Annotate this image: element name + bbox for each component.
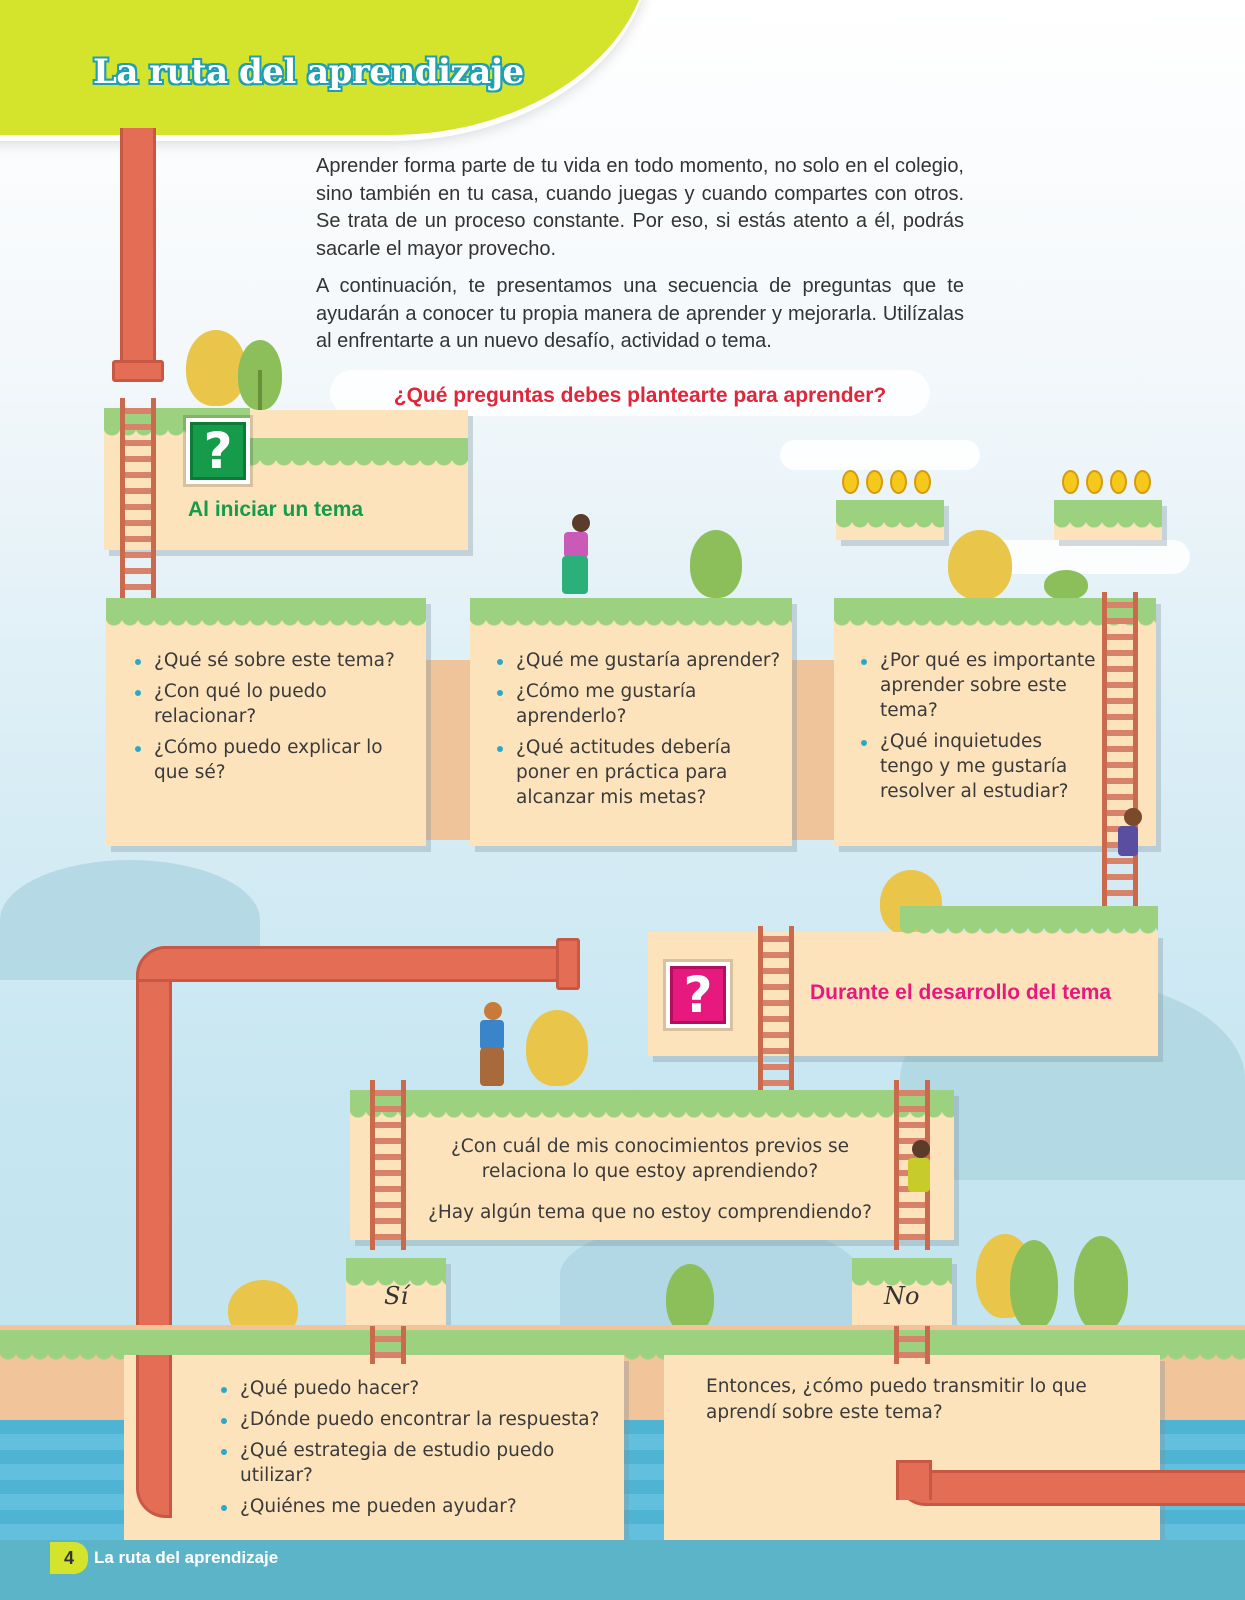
list-item: ¿Qué sé sobre este tema? <box>132 648 412 673</box>
ladder <box>370 1080 406 1250</box>
intro-paragraph-1: Aprender forma parte de tu vida en todo … <box>316 155 964 260</box>
tree <box>1010 1240 1058 1330</box>
list-item: ¿Quiénes me pueden ayudar? <box>218 1494 618 1519</box>
footer-title: La ruta del aprendizaje <box>94 1548 279 1567</box>
pipe <box>136 946 566 982</box>
no-label: No <box>884 1282 920 1310</box>
coin-platform <box>836 500 944 540</box>
list-item: ¿Qué puedo hacer? <box>218 1376 618 1401</box>
pipe <box>120 128 156 368</box>
pipe <box>896 1460 932 1500</box>
climbing-kid <box>1124 808 1142 826</box>
start-column-1 <box>106 598 426 846</box>
coin <box>1110 470 1127 494</box>
pillar <box>786 660 836 840</box>
list-item: ¿Qué inquietudes tengo y me gustaría res… <box>858 729 1098 804</box>
section-during-label: Durante el desarrollo del tema <box>810 981 1112 1004</box>
cloud <box>330 370 930 416</box>
coin <box>890 470 907 494</box>
ladder <box>1102 592 1138 922</box>
climbing-girl-body <box>908 1158 930 1192</box>
tree <box>666 1264 714 1334</box>
no-answer-text: Entonces, ¿cómo puedo transmitir lo que … <box>706 1376 1087 1423</box>
yes-answers-platform <box>124 1355 624 1540</box>
list-item: ¿Qué me gustaría aprender? <box>494 648 784 673</box>
tree <box>526 1010 588 1086</box>
ladder <box>758 926 794 1094</box>
coin <box>1062 470 1079 494</box>
grass <box>0 1330 1245 1363</box>
intro-text: Aprender forma parte de tu vida en todo … <box>316 153 964 356</box>
tree <box>1074 1236 1128 1332</box>
coin <box>1134 470 1151 494</box>
tree <box>1044 570 1088 600</box>
question-block-pink: ? <box>663 959 733 1031</box>
pipe <box>136 1355 172 1518</box>
list-item: ¿Con qué lo puedo relacionar? <box>132 679 412 729</box>
during-question-platform <box>350 1090 954 1240</box>
grass <box>852 1258 952 1289</box>
yes-label: Sí <box>384 1282 409 1310</box>
grass <box>836 500 944 531</box>
start-column-2 <box>470 598 792 846</box>
pipe <box>896 1470 1245 1506</box>
climbing-kid-body <box>1118 826 1138 856</box>
pillar <box>420 660 470 840</box>
intro-paragraph-2: A continuación, te presentamos una secue… <box>316 275 964 352</box>
list-item: ¿Qué actitudes debería poner en práctica… <box>494 735 784 810</box>
girl-character-legs <box>562 556 588 594</box>
girl-character <box>572 514 590 532</box>
yes-questions: ¿Qué puedo hacer? ¿Dónde puedo encontrar… <box>218 1376 618 1525</box>
yes-block <box>346 1258 446 1328</box>
start-questions-col-1: ¿Qué sé sobre este tema? ¿Con qué lo pue… <box>132 648 412 791</box>
no-answer-platform <box>664 1355 1160 1540</box>
grass <box>900 906 1158 937</box>
boy-character-body <box>480 1020 504 1050</box>
pipe-cap <box>556 938 580 990</box>
ladder <box>370 1326 406 1364</box>
grass <box>470 598 792 629</box>
grass <box>1054 500 1162 531</box>
girl-character-body <box>564 532 588 558</box>
grass <box>244 438 468 469</box>
question-mark-icon: ? <box>203 422 233 480</box>
tree <box>186 330 246 406</box>
start-questions-col-2: ¿Qué me gustaría aprender? ¿Cómo me gust… <box>494 648 784 816</box>
boy-character <box>484 1002 502 1020</box>
tree <box>690 530 742 598</box>
question-mark-icon: ? <box>683 966 713 1024</box>
page-title: La ruta del aprendizaje <box>93 52 524 92</box>
during-question-2: ¿Hay algún tema que no estoy comprendien… <box>428 1202 872 1223</box>
boy-character-legs <box>480 1048 504 1086</box>
grass <box>350 1090 954 1121</box>
grass <box>106 598 426 629</box>
list-item: ¿Cómo me gustaría aprenderlo? <box>494 679 784 729</box>
page-number: 4 <box>50 1542 88 1574</box>
coin <box>866 470 883 494</box>
pipe-cap <box>112 360 164 382</box>
question-heading: ¿Qué preguntas debes plantearte para apr… <box>393 384 887 407</box>
list-item: ¿Por qué es importante aprender sobre es… <box>858 648 1098 723</box>
list-item: ¿Dónde puedo encontrar la respuesta? <box>218 1407 618 1432</box>
start-questions-col-3: ¿Por qué es importante aprender sobre es… <box>858 648 1098 810</box>
list-item: ¿Cómo puedo explicar lo que sé? <box>132 735 412 785</box>
tree-trunk <box>258 370 262 418</box>
ladder <box>894 1326 930 1364</box>
grass <box>346 1258 446 1289</box>
coin <box>914 470 931 494</box>
coin <box>1086 470 1103 494</box>
list-item: ¿Qué estrategia de estudio puedo utiliza… <box>218 1438 618 1488</box>
climbing-girl <box>912 1140 930 1158</box>
question-block-green: ? <box>183 415 253 487</box>
grass <box>834 598 1156 629</box>
coin-platform <box>1054 500 1162 540</box>
during-platform <box>648 932 1158 1056</box>
during-question-1: ¿Con cuál de mis conocimientos previos s… <box>450 1136 850 1182</box>
section-start-label: Al iniciar un tema <box>188 498 364 521</box>
coin <box>842 470 859 494</box>
tree <box>948 530 1012 600</box>
no-block <box>852 1258 952 1328</box>
footer <box>0 1540 1245 1600</box>
cloud <box>780 440 980 470</box>
